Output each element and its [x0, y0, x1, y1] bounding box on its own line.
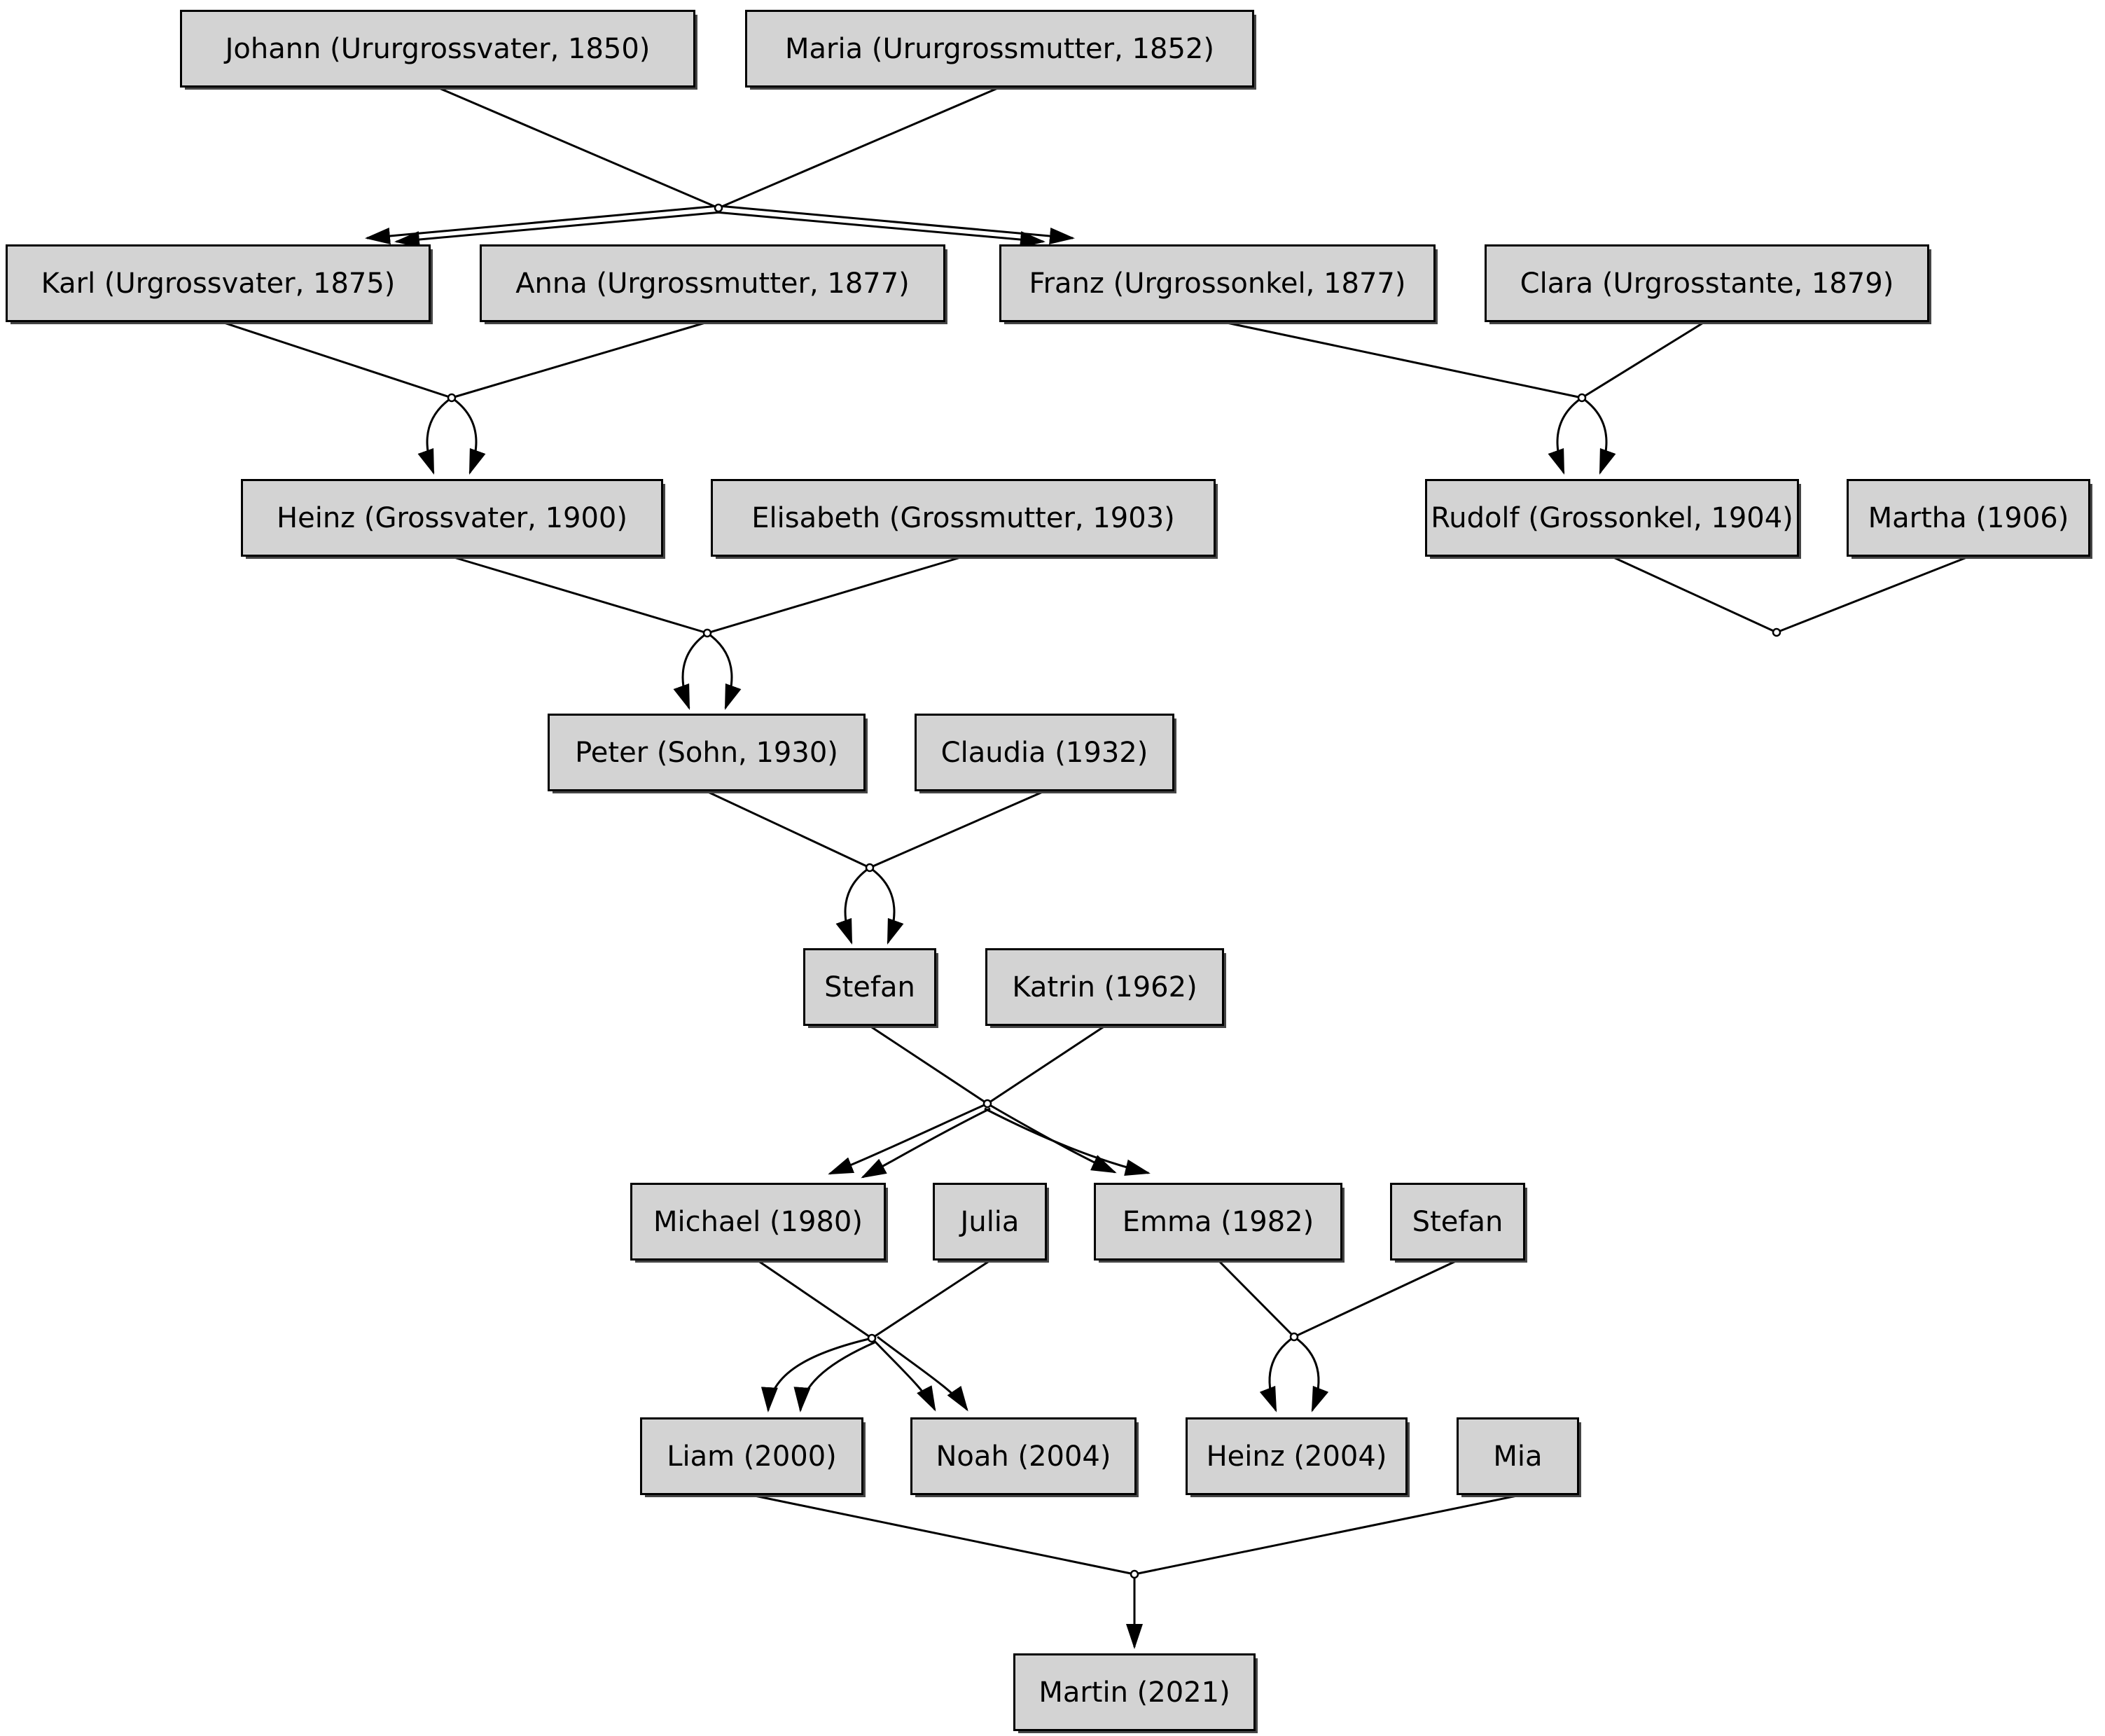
- node-michael: Michael (1980): [630, 1183, 886, 1261]
- node-elisabeth: Elisabeth (Grossmutter, 1903): [711, 479, 1216, 557]
- parent-union-lines: [217, 86, 1969, 1576]
- node-clara: Clara (Urgrosstante, 1879): [1485, 244, 1929, 322]
- node-franz: Franz (Urgrossonkel, 1877): [999, 244, 1436, 322]
- node-noah: Noah (2004): [910, 1417, 1137, 1495]
- node-maria: Maria (Ururgrossmutter, 1852): [745, 10, 1254, 88]
- union-junction-dots: [447, 203, 1781, 1579]
- node-julia: Julia: [933, 1183, 1047, 1261]
- node-katrin: Katrin (1962): [985, 948, 1224, 1026]
- node-martin: Martin (2021): [1013, 1653, 1256, 1731]
- node-anna: Anna (Urgrossmutter, 1877): [480, 244, 945, 322]
- node-stefan-junior: Stefan: [1390, 1183, 1525, 1261]
- node-stefan-senior: Stefan: [803, 948, 936, 1026]
- node-heinz-2004: Heinz (2004): [1186, 1417, 1408, 1495]
- node-heinz-grossvater: Heinz (Grossvater, 1900): [241, 479, 663, 557]
- node-karl: Karl (Urgrossvater, 1875): [6, 244, 431, 322]
- node-claudia: Claudia (1932): [915, 714, 1174, 791]
- node-liam: Liam (2000): [640, 1417, 863, 1495]
- union-child-arrows: [365, 204, 1616, 1649]
- node-martha: Martha (1906): [1847, 479, 2090, 557]
- node-mia: Mia: [1457, 1417, 1579, 1495]
- node-rudolf: Rudolf (Grossonkel, 1904): [1425, 479, 1799, 557]
- node-johann: Johann (Ururgrossvater, 1850): [180, 10, 695, 88]
- node-peter: Peter (Sohn, 1930): [548, 714, 866, 791]
- node-emma: Emma (1982): [1094, 1183, 1342, 1261]
